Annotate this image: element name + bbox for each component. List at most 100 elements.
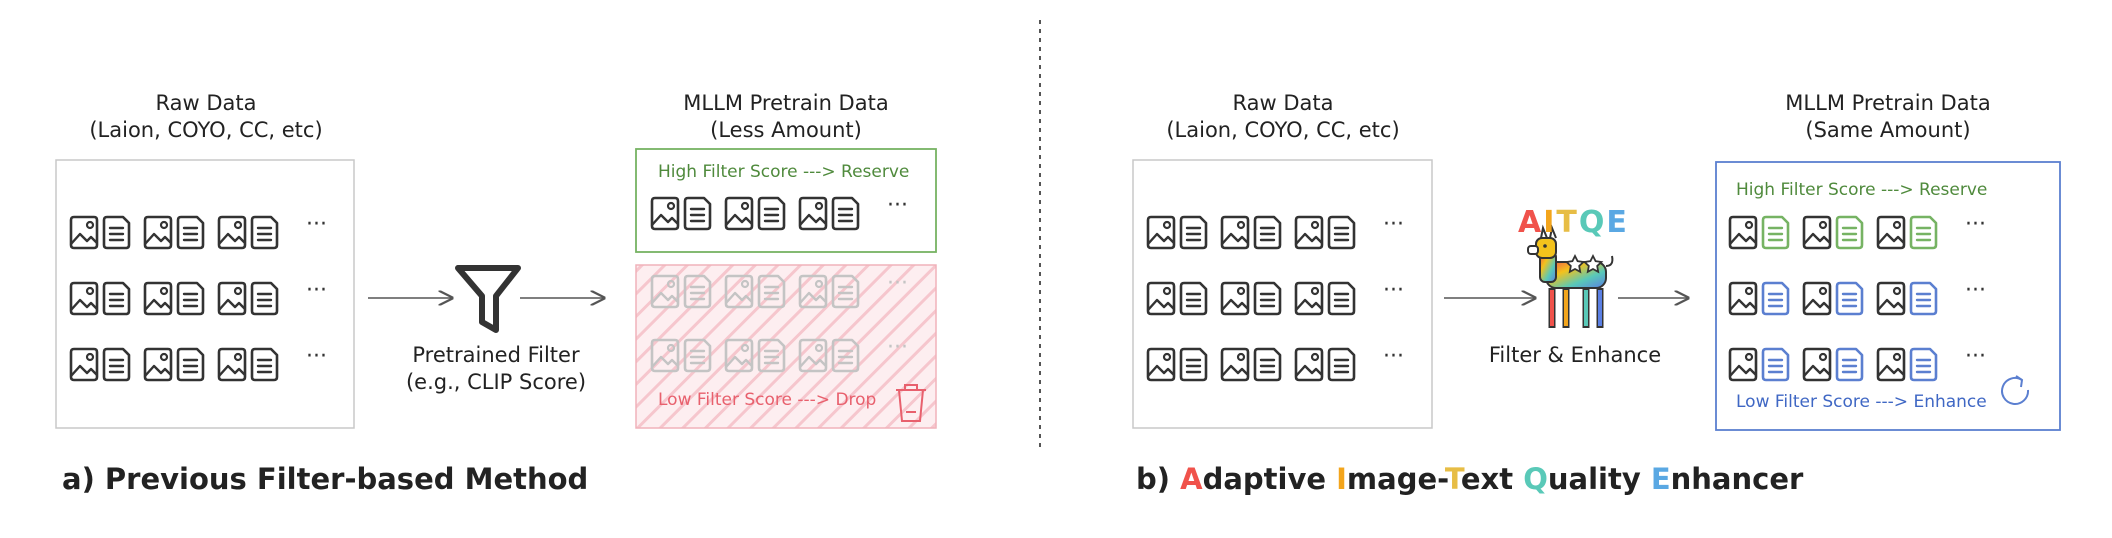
image-icon (1728, 215, 1758, 250)
document-icon (102, 215, 131, 250)
logo-letter: E (1606, 205, 1629, 240)
high-score-icon-row: ··· (650, 193, 908, 231)
document-icon (1909, 281, 1938, 316)
right-raw-icon-grid: ··· ··· ··· (1146, 212, 1404, 382)
right-low-score-note: Low Filter Score ---> Enhance (1736, 392, 1987, 412)
image-icon (1294, 215, 1324, 250)
document-icon (176, 215, 205, 250)
caption-word-mage: mage- (1346, 462, 1445, 496)
right-raw-data-box (1132, 159, 1433, 429)
image-icon (1294, 347, 1324, 382)
image-icon (650, 196, 680, 231)
caption-letter-a: A (1180, 462, 1203, 496)
document-icon (1835, 347, 1864, 382)
ellipsis: ··· (887, 271, 908, 296)
document-icon (757, 338, 786, 373)
image-icon (143, 347, 173, 382)
image-icon (69, 215, 99, 250)
ellipsis: ··· (1383, 344, 1404, 369)
image-icon (798, 338, 828, 373)
image-icon (69, 347, 99, 382)
caption-letter-q: Q (1523, 462, 1548, 496)
document-icon (1761, 215, 1790, 250)
llama-icon (1527, 224, 1614, 328)
left-output-title: MLLM Pretrain Data (Less Amount) (666, 90, 906, 144)
document-icon (102, 347, 131, 382)
document-icon (1761, 347, 1790, 382)
image-icon (143, 215, 173, 250)
left-raw-icon-grid: ··· ··· ··· (69, 212, 327, 382)
ellipsis: ··· (1383, 212, 1404, 237)
document-icon (1327, 281, 1356, 316)
document-icon (683, 196, 712, 231)
document-icon (1253, 347, 1282, 382)
left-caption: a) Previous Filter-based Method (62, 462, 589, 496)
image-icon (217, 347, 247, 382)
trash-icon (896, 384, 926, 422)
low-score-icon-grid: ······ (650, 271, 908, 373)
image-icon (1220, 347, 1250, 382)
document-icon (1253, 215, 1282, 250)
image-icon (1220, 281, 1250, 316)
refresh-icon (2001, 375, 2030, 405)
document-icon (1835, 281, 1864, 316)
caption-letter-i: I (1336, 462, 1347, 496)
image-icon (650, 274, 680, 309)
image-icon (1802, 281, 1832, 316)
ellipsis: ··· (306, 344, 327, 369)
image-icon (1876, 281, 1906, 316)
image-icon (798, 196, 828, 231)
image-icon (1876, 347, 1906, 382)
ellipsis: ··· (306, 212, 327, 237)
right-output-title: MLLM Pretrain Data (Same Amount) (1768, 90, 2008, 144)
image-icon (1728, 281, 1758, 316)
right-output-box (1715, 161, 2061, 431)
document-icon (1327, 215, 1356, 250)
right-caption: b) Adaptive Image-Text Quality Enhancer (1136, 462, 1803, 496)
caption-word-ext: ext (1460, 462, 1524, 496)
image-icon (217, 215, 247, 250)
document-icon (683, 274, 712, 309)
image-icon (724, 196, 754, 231)
logo-letter: Q (1578, 205, 1607, 240)
document-icon (1179, 215, 1208, 250)
document-icon (1761, 281, 1790, 316)
caption-word-uality: uality (1547, 462, 1651, 496)
image-icon (724, 274, 754, 309)
document-icon (757, 196, 786, 231)
caption-word-daptive: daptive (1202, 462, 1337, 496)
image-icon (69, 281, 99, 316)
document-icon (1179, 281, 1208, 316)
image-icon (724, 338, 754, 373)
image-icon (1146, 215, 1176, 250)
high-score-note: High Filter Score ---> Reserve (658, 162, 910, 182)
right-caption-prefix: b) (1136, 462, 1181, 496)
document-icon (102, 281, 131, 316)
high-score-box (635, 148, 937, 253)
document-icon (250, 215, 279, 250)
left-raw-title-line1: Raw Data (155, 91, 257, 115)
logo-letter: I (1543, 205, 1557, 240)
ellipsis: ··· (1383, 278, 1404, 303)
filter-label-line2: (e.g., CLIP Score) (405, 370, 587, 394)
enhancer-label: Filter & Enhance (1488, 343, 1662, 367)
document-icon (176, 281, 205, 316)
right-raw-title-line2: (Laion, COYO, CC, etc) (1166, 118, 1400, 142)
document-icon (683, 338, 712, 373)
ellipsis: ··· (1965, 344, 1986, 369)
image-icon (217, 281, 247, 316)
ellipsis: ··· (306, 278, 327, 303)
document-icon (250, 281, 279, 316)
document-icon (1909, 347, 1938, 382)
image-icon (143, 281, 173, 316)
image-icon (1294, 281, 1324, 316)
right-raw-title: Raw Data (Laion, COYO, CC, etc) (1163, 90, 1403, 144)
low-score-note: Low Filter Score ---> Drop (658, 390, 877, 410)
document-icon (831, 196, 860, 231)
document-icon (1179, 347, 1208, 382)
image-icon (1876, 215, 1906, 250)
right-raw-title-line1: Raw Data (1232, 91, 1334, 115)
right-output-title-line1: MLLM Pretrain Data (1785, 91, 1991, 115)
document-icon (176, 347, 205, 382)
